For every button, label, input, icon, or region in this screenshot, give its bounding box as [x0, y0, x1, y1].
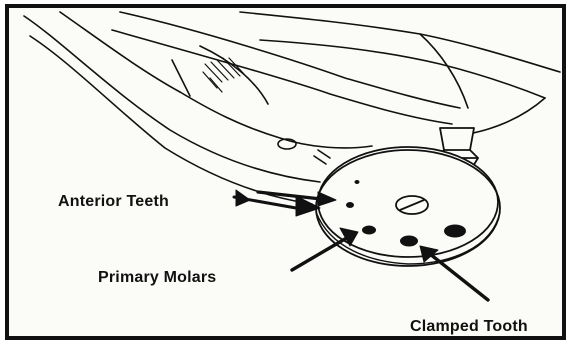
label-primary-molars: Primary Molars	[98, 269, 216, 287]
punch-lower-arm	[24, 12, 372, 204]
arrow-clamped-tooth	[420, 246, 488, 300]
hole-plate	[316, 147, 500, 266]
label-anterior-teeth: Anterior Teeth	[58, 193, 169, 211]
label-clamped-tooth: Clamped Tooth	[410, 318, 528, 336]
hinge-hatching	[203, 58, 244, 92]
